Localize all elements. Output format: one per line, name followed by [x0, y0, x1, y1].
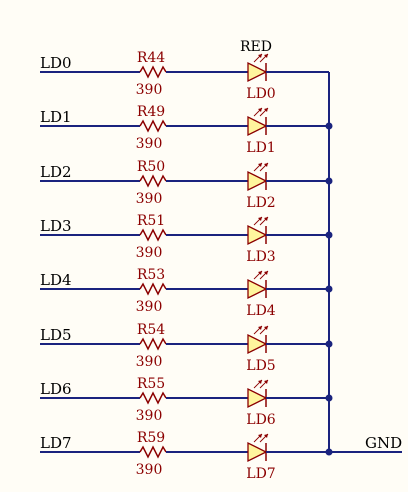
net-label: LD3: [40, 217, 72, 235]
resistor-value: 390: [136, 462, 163, 478]
schematic-row: LD7 R59 390 LD7: [40, 430, 333, 482]
resistor-reference: R44: [137, 50, 165, 66]
resistor-symbol: [139, 282, 167, 296]
light-arrowhead-icon: [258, 108, 262, 112]
resistor-reference: R49: [137, 104, 165, 120]
led-reference: LD6: [246, 412, 276, 428]
schematic-row: LD5 R54 390 LD5: [40, 322, 333, 374]
schematic-row: LD4 R53 390 LD4: [40, 267, 333, 319]
resistor-value: 390: [136, 191, 163, 207]
net-label: LD4: [40, 271, 72, 289]
led-diode-icon: [247, 224, 268, 246]
led-reference: LD7: [246, 466, 275, 482]
net-label: LD2: [40, 163, 72, 181]
schematic-row: LD3 R51 390 LD3: [40, 213, 333, 265]
light-arrowhead-icon: [264, 54, 268, 58]
resistor-reference: R59: [137, 430, 165, 446]
resistor-reference: R50: [137, 159, 165, 175]
light-arrowhead-icon: [258, 54, 262, 58]
light-arrowhead-icon: [264, 434, 268, 438]
light-arrowhead-icon: [264, 163, 268, 167]
resistor-symbol: [139, 228, 167, 242]
light-arrowhead-icon: [258, 434, 262, 438]
led-diode-icon: [247, 441, 268, 463]
led-reference: LD5: [246, 358, 275, 374]
resistor-symbol: [139, 119, 167, 133]
light-arrowhead-icon: [264, 326, 268, 330]
led-reference: LD1: [246, 140, 275, 156]
net-label: LD1: [40, 108, 72, 126]
resistor-symbol: [139, 65, 167, 79]
resistor-value: 390: [136, 82, 163, 98]
led-color-label: RED: [240, 39, 272, 55]
light-arrowhead-icon: [264, 380, 268, 384]
schematic-row: LD2 R50 390 LD2: [40, 159, 333, 211]
light-arrowhead-icon: [258, 163, 262, 167]
net-label: LD7: [40, 434, 72, 452]
net-label: LD0: [40, 54, 72, 72]
resistor-value: 390: [136, 136, 163, 152]
net-label: LD5: [40, 326, 72, 344]
light-arrowhead-icon: [258, 326, 262, 330]
led-diode-icon: [247, 333, 268, 355]
schematic-row: LD0 R44 390 LD0: [40, 50, 329, 102]
resistor-reference: R55: [137, 376, 165, 392]
resistor-symbol: [139, 391, 167, 405]
light-arrowhead-icon: [264, 271, 268, 275]
net-label: LD6: [40, 380, 72, 398]
led-diode-icon: [247, 387, 268, 409]
resistor-value: 390: [136, 245, 163, 261]
light-arrowhead-icon: [264, 108, 268, 112]
resistor-value: 390: [136, 408, 163, 424]
led-reference: LD2: [246, 195, 275, 211]
light-arrowhead-icon: [258, 271, 262, 275]
led-diode-icon: [247, 61, 268, 83]
schematic-row: LD1 R49 390 LD1: [40, 104, 333, 156]
led-reference: LD0: [246, 86, 275, 102]
resistor-symbol: [139, 445, 167, 459]
resistor-value: 390: [136, 354, 163, 370]
ground-label: GND: [365, 434, 402, 452]
resistor-reference: R54: [137, 322, 165, 338]
schematic-row: LD6 R55 390 LD6: [40, 376, 333, 428]
led-reference: LD4: [246, 303, 276, 319]
light-arrowhead-icon: [264, 217, 268, 221]
resistor-reference: R51: [137, 213, 165, 229]
resistor-symbol: [139, 337, 167, 351]
led-diode-icon: [247, 170, 268, 192]
light-arrowhead-icon: [258, 217, 262, 221]
led-diode-icon: [247, 115, 268, 137]
light-arrowhead-icon: [258, 380, 262, 384]
resistor-symbol: [139, 174, 167, 188]
led-reference: LD3: [246, 249, 275, 265]
led-diode-icon: [247, 278, 268, 300]
resistor-value: 390: [136, 299, 163, 315]
resistor-reference: R53: [137, 267, 165, 283]
